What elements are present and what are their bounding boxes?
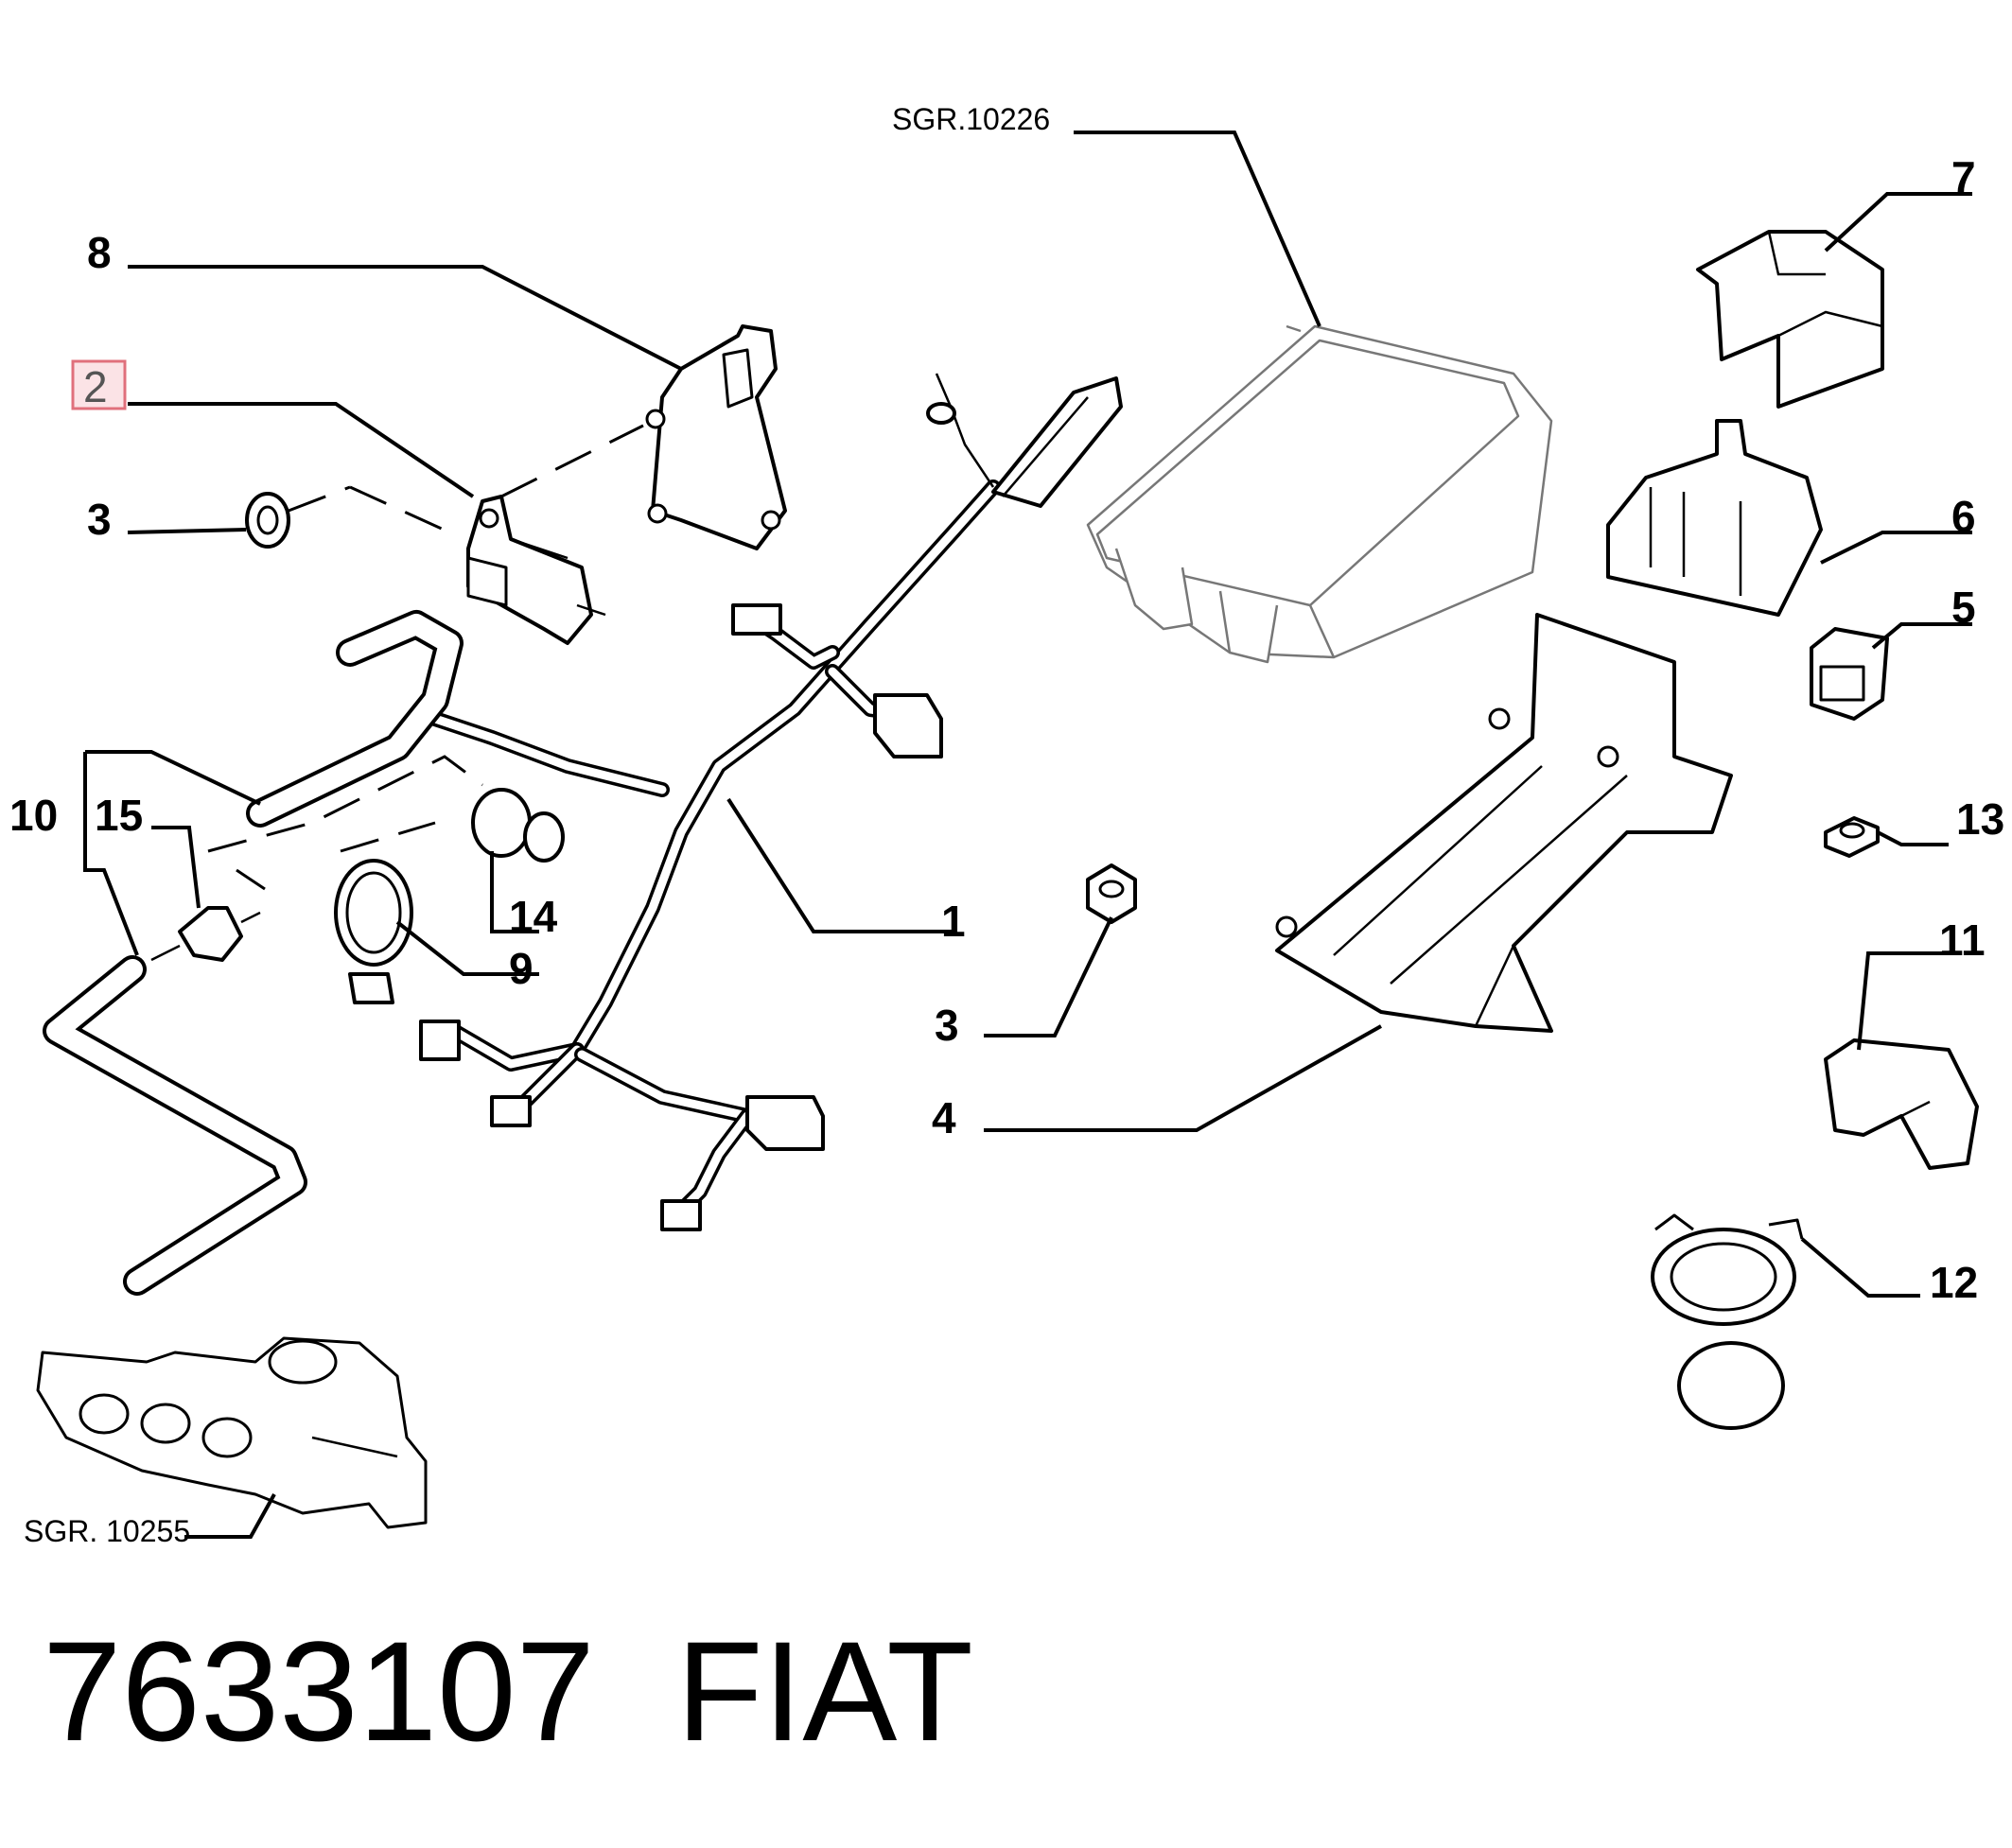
- callout-15: 15: [95, 791, 143, 840]
- pressure-sensor-drawing: [466, 495, 606, 645]
- vacuum-hose-drawing: [43, 610, 464, 1296]
- intake-manifold-drawing: [36, 1336, 428, 1529]
- callout-13: 13: [1956, 794, 2004, 844]
- callout-2: 2: [83, 362, 108, 411]
- callout-11: 11: [1939, 915, 1986, 965]
- callout-10: 10: [9, 791, 58, 840]
- callout-5: 5: [1951, 583, 1976, 632]
- callout-12: 12: [1930, 1258, 1978, 1307]
- hose-clamp-9-drawing: [334, 859, 413, 1004]
- assembly-dash-lines: [207, 424, 644, 891]
- support-bracket-drawing: [1275, 613, 1733, 1033]
- callout-4: 4: [932, 1093, 956, 1142]
- nut-3-lower-drawing: [1086, 863, 1137, 924]
- reference-manifold: SGR. 10255: [24, 1514, 190, 1548]
- callout-1: 1: [941, 897, 966, 946]
- ecu-unit-drawing: [1086, 324, 1553, 664]
- relay-cover-drawing: [1696, 230, 1884, 409]
- callout-7: 7: [1951, 152, 1976, 201]
- wiring-harness-drawing: [419, 373, 1123, 1231]
- hose-clamp-14-drawing: [471, 788, 565, 863]
- callout-3-upper: 3: [87, 495, 112, 544]
- callout-14: 14: [509, 892, 558, 941]
- nut-13-drawing: [1824, 816, 1880, 858]
- nut-3-upper-drawing: [245, 492, 290, 549]
- callout-9: 9: [509, 944, 534, 993]
- clip-11-drawing: [1824, 1038, 1979, 1170]
- reference-ecu-unit: SGR.10226: [892, 102, 1050, 136]
- relay-drawing: [1606, 419, 1823, 617]
- brand-name: FIAT: [676, 1612, 973, 1770]
- inline-filter-drawing: [150, 906, 261, 962]
- callout-6: 6: [1951, 492, 1976, 541]
- clamp-12-drawing: [1651, 1213, 1804, 1430]
- callout-labels: 1 2 3 3 4 5 6 7 8 9 10 11 12 13 14 15: [9, 152, 2004, 1307]
- sensor-bracket-drawing: [645, 324, 787, 550]
- part-number: 7633107: [43, 1612, 595, 1770]
- fuse-block-drawing: [1810, 627, 1889, 721]
- callout-8: 8: [87, 228, 112, 277]
- callout-3-lower: 3: [935, 1001, 959, 1050]
- leader-lines: [83, 131, 1972, 1539]
- highlight-box-callout-2: [71, 359, 127, 410]
